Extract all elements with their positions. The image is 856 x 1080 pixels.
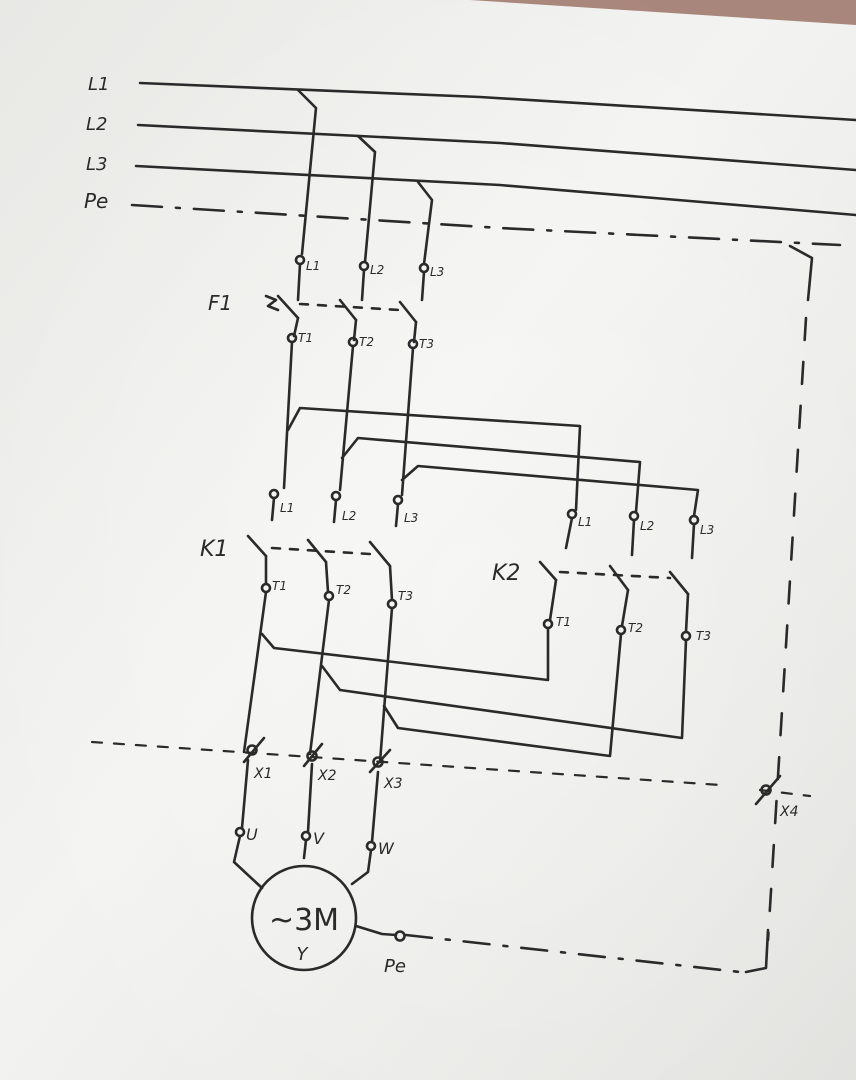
bus-line-pe: [130, 203, 842, 247]
f1-in-l2: L2: [370, 263, 384, 277]
bus-line-l2: [136, 123, 856, 172]
wall-edge: [470, 0, 856, 25]
thermal-element-icon: [264, 294, 280, 312]
k1-in-l3: L3: [404, 511, 418, 525]
f1-out-t1: T1: [298, 331, 313, 345]
k2-in-l1: L1: [578, 515, 592, 529]
k2-in-l2: L2: [640, 519, 654, 533]
k1-name: K1: [200, 537, 228, 562]
f1-in-l1: L1: [306, 259, 320, 273]
k1-in-l2: L2: [342, 509, 356, 523]
f1-in-l3: L3: [430, 265, 444, 279]
k1-out-t2: T2: [336, 583, 351, 597]
motor-terminal-w: W: [378, 839, 395, 858]
f1-out-t2: T2: [359, 335, 374, 349]
bus-lines: [130, 81, 856, 247]
terminal-strip: [90, 736, 812, 806]
distribution-wiring: [282, 340, 700, 518]
motor-symbol: [250, 864, 358, 972]
motor-terminal-v: V: [313, 829, 325, 848]
motor-pe-label: Pe: [384, 956, 406, 977]
k1-in-l1: L1: [280, 501, 294, 515]
k1-out-t3: T3: [398, 589, 413, 603]
output-wiring: [242, 590, 688, 764]
motor-connection: Y: [297, 944, 310, 965]
terminal-x4: X4: [779, 804, 799, 820]
bus-line-l3: [134, 164, 856, 217]
motor-feed: [232, 758, 380, 890]
k1-out-t1: T1: [272, 579, 287, 593]
bus-label-l2: L2: [86, 114, 107, 135]
motor-label: ~3M: [269, 903, 339, 938]
bus-label-l1: L1: [88, 74, 109, 95]
f1-out-t3: T3: [419, 337, 434, 351]
pe-conductor: [404, 244, 814, 974]
terminal-x1: X1: [253, 766, 273, 782]
k2-out-t3: T3: [696, 629, 711, 643]
bus-label-l3: L3: [86, 154, 107, 175]
f1-name: F1: [208, 291, 232, 315]
motor: [250, 864, 406, 972]
motor-terminal-u: U: [246, 825, 258, 844]
k2-name: K2: [492, 561, 520, 586]
bus-line-l1: [138, 81, 856, 122]
labels: L1 L2 L3 Pe F1 L1 L2 L3 T1 T2 T3 L1 L2 L…: [84, 74, 799, 977]
k2-input-terminals: [564, 508, 700, 560]
f1-input-terminals: [294, 254, 430, 302]
k2-out-t1: T1: [556, 615, 571, 629]
k2-contactor: [538, 560, 692, 642]
k1-input-terminals: [268, 488, 404, 528]
terminal-x3: X3: [383, 776, 403, 792]
bus-label-pe: Pe: [84, 189, 108, 213]
supply-taps: [296, 88, 434, 266]
k2-in-l3: L3: [700, 523, 714, 537]
terminal-x2: X2: [317, 768, 337, 784]
k2-out-t2: T2: [628, 621, 643, 635]
